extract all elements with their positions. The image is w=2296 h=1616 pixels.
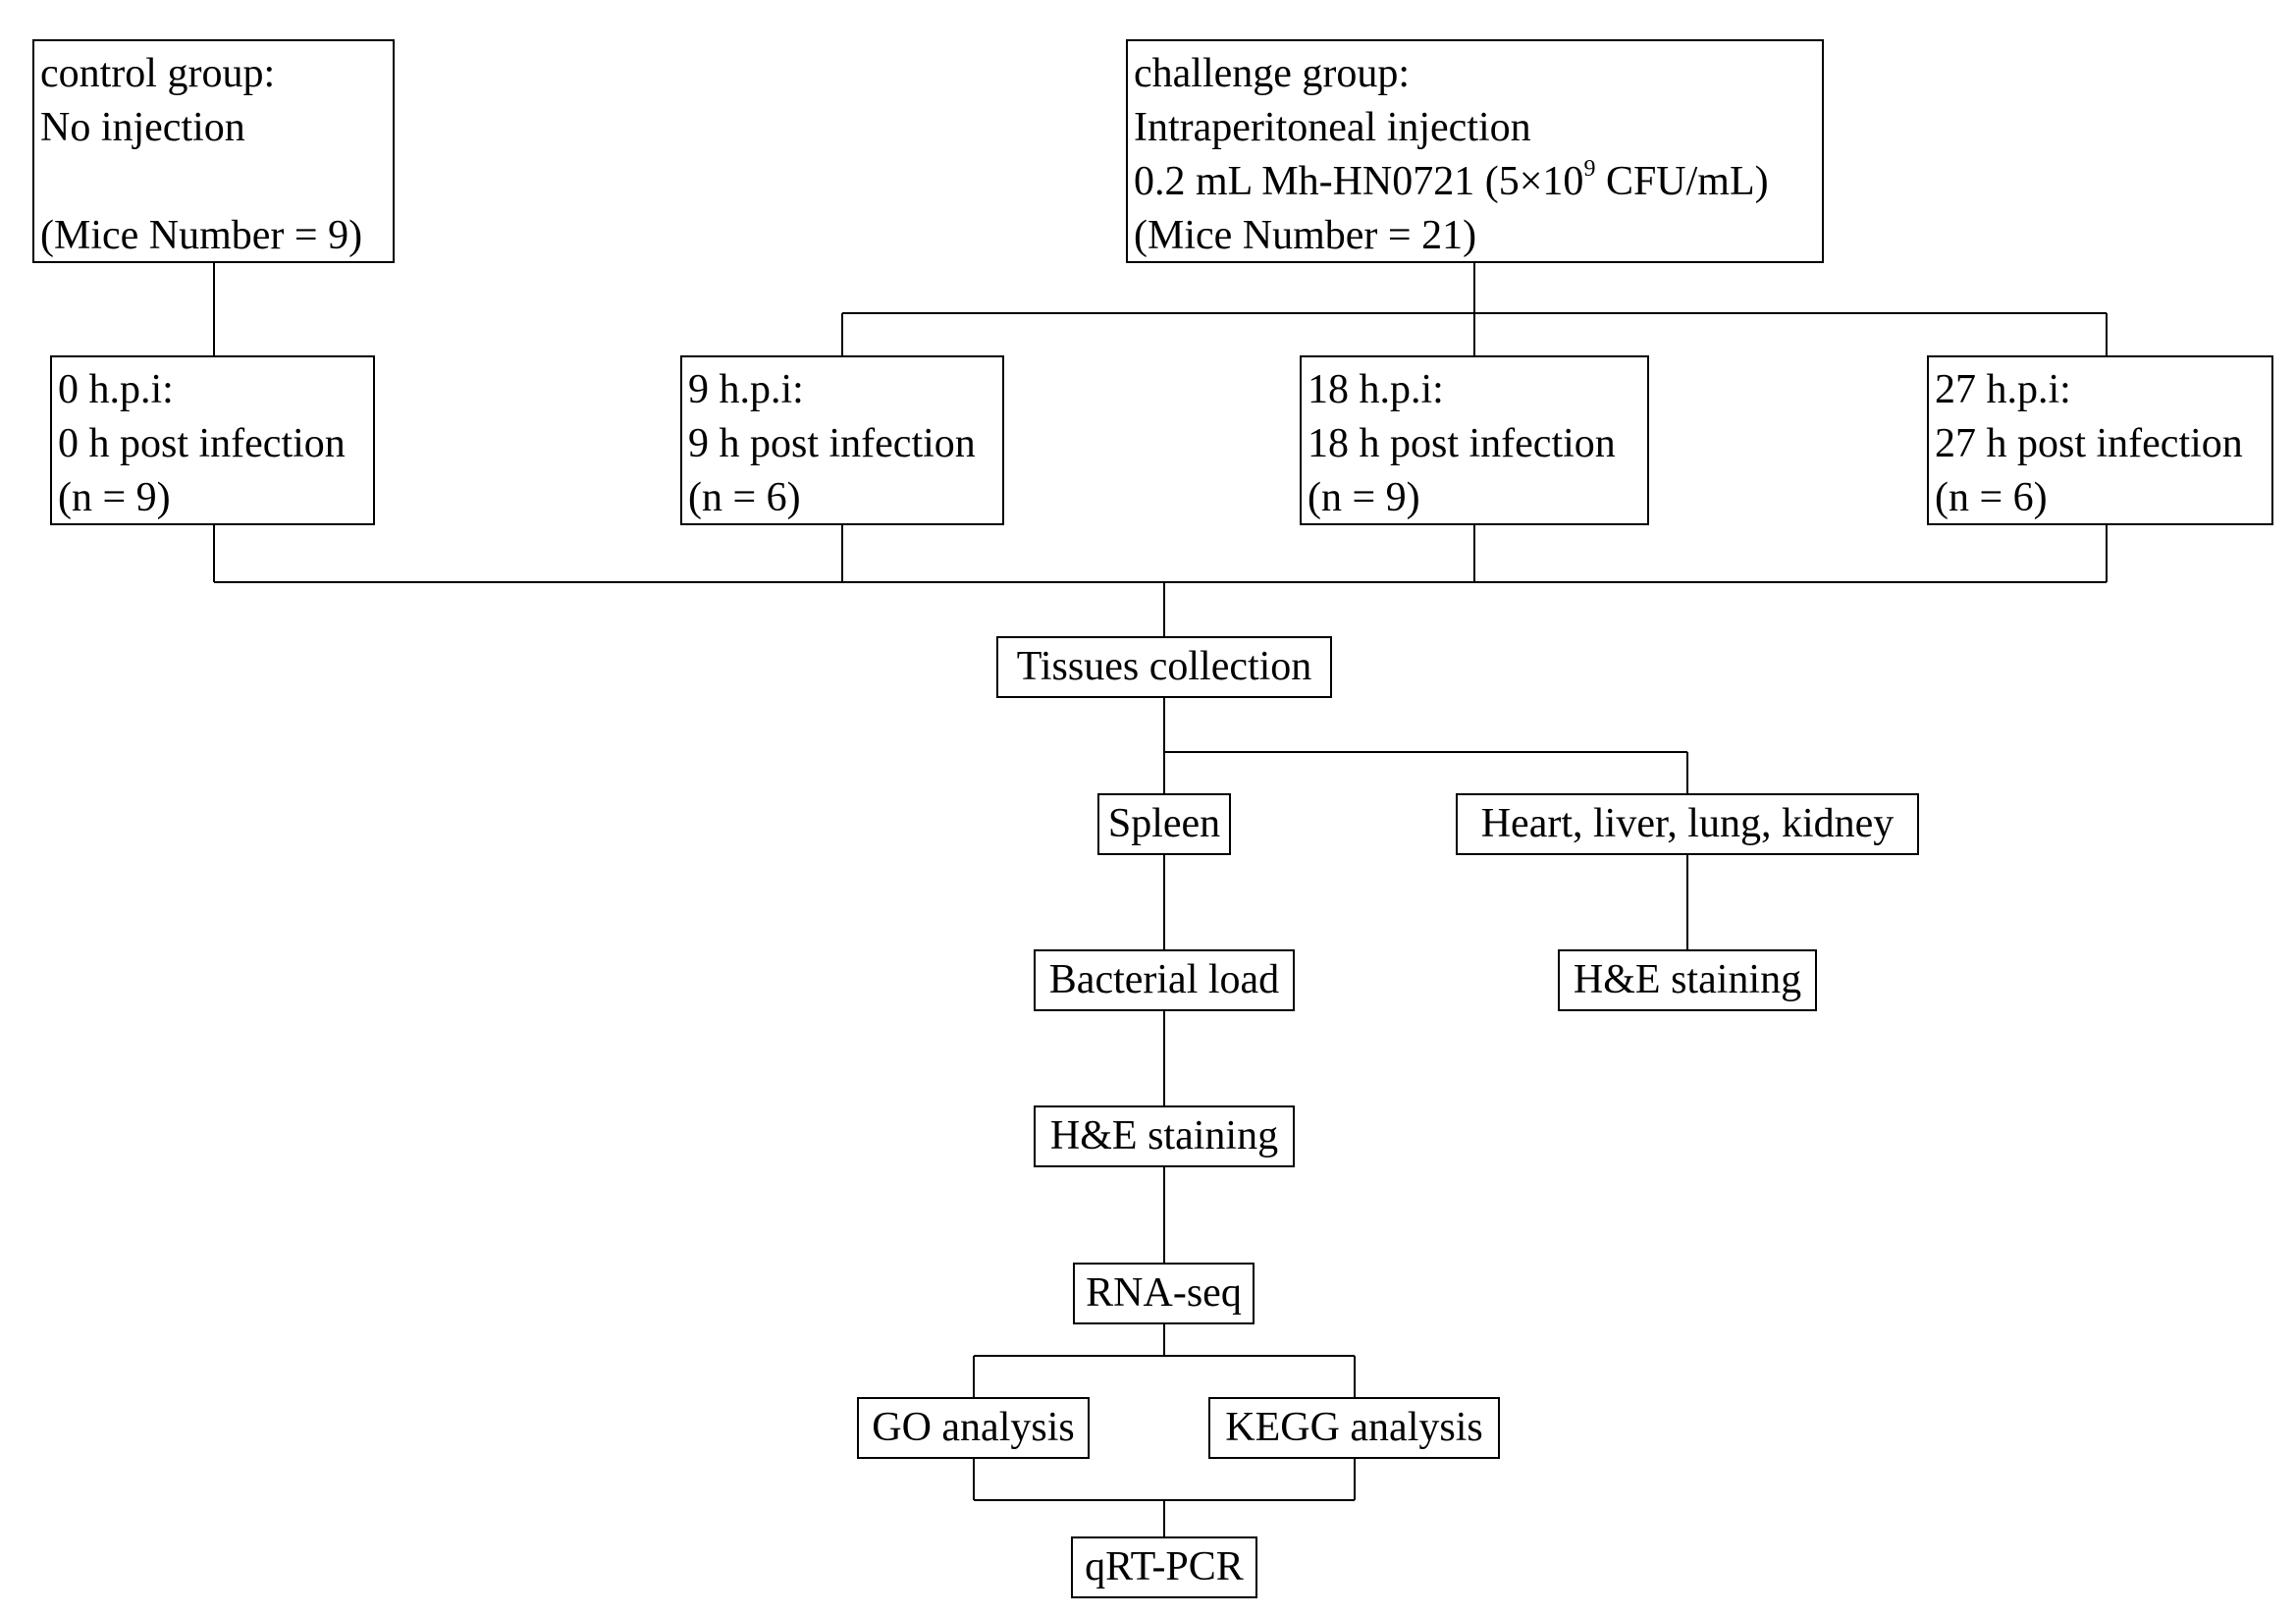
dose-unit: CFU/mL) — [1595, 159, 1769, 204]
timepoint-description: 0 h post infection — [58, 421, 346, 466]
spleen-box: Spleen — [1097, 793, 1231, 855]
challenge-group-box: challenge group: Intraperitoneal injecti… — [1126, 39, 1824, 263]
timepoint-title: 0 h.p.i: — [58, 367, 174, 412]
timepoint-sample-size: (n = 6) — [688, 475, 801, 520]
control-group-spacer — [40, 155, 393, 209]
control-group-title: control group: — [40, 51, 276, 96]
kegg-analysis-box: KEGG analysis — [1208, 1397, 1500, 1459]
organs-he-staining-box: H&E staining — [1558, 949, 1817, 1011]
challenge-group-count: (Mice Number = 21) — [1134, 213, 1477, 258]
spleen-he-staining-box: H&E staining — [1034, 1105, 1295, 1167]
challenge-group-dose: 0.2 mL Mh-HN0721 (5×109 CFU/mL) — [1134, 155, 1822, 209]
control-group-box: control group: No injection (Mice Number… — [32, 39, 395, 263]
challenge-group-route: Intraperitoneal injection — [1134, 105, 1531, 150]
bacterial-load-box: Bacterial load — [1034, 949, 1295, 1011]
timepoint-description: 9 h post infection — [688, 421, 976, 466]
qrt-pcr-box: qRT-PCR — [1071, 1536, 1257, 1598]
dose-exponent: 9 — [1583, 156, 1596, 182]
timepoint-0hpi-box: 0 h.p.i: 0 h post infection (n = 9) — [50, 355, 375, 525]
go-analysis-box: GO analysis — [857, 1397, 1090, 1459]
timepoint-title: 18 h.p.i: — [1308, 367, 1444, 412]
challenge-group-title: challenge group: — [1134, 51, 1411, 96]
timepoint-18hpi-box: 18 h.p.i: 18 h post infection (n = 9) — [1300, 355, 1649, 525]
control-group-treatment: No injection — [40, 105, 245, 150]
timepoint-27hpi-box: 27 h.p.i: 27 h post infection (n = 6) — [1927, 355, 2273, 525]
timepoint-sample-size: (n = 6) — [1935, 475, 2048, 520]
timepoint-9hpi-box: 9 h.p.i: 9 h post infection (n = 6) — [680, 355, 1004, 525]
rna-seq-box: RNA-seq — [1073, 1263, 1255, 1324]
timepoint-sample-size: (n = 9) — [58, 475, 171, 520]
timepoint-description: 18 h post infection — [1308, 421, 1616, 466]
timepoint-title: 9 h.p.i: — [688, 367, 804, 412]
tissues-collection-box: Tissues collection — [996, 636, 1332, 698]
timepoint-title: 27 h.p.i: — [1935, 367, 2071, 412]
timepoint-sample-size: (n = 9) — [1308, 475, 1420, 520]
dose-text: 0.2 mL Mh-HN0721 (5×10 — [1134, 159, 1584, 204]
control-group-count: (Mice Number = 9) — [40, 213, 363, 258]
organs-box: Heart, liver, lung, kidney — [1456, 793, 1919, 855]
timepoint-description: 27 h post infection — [1935, 421, 2243, 466]
